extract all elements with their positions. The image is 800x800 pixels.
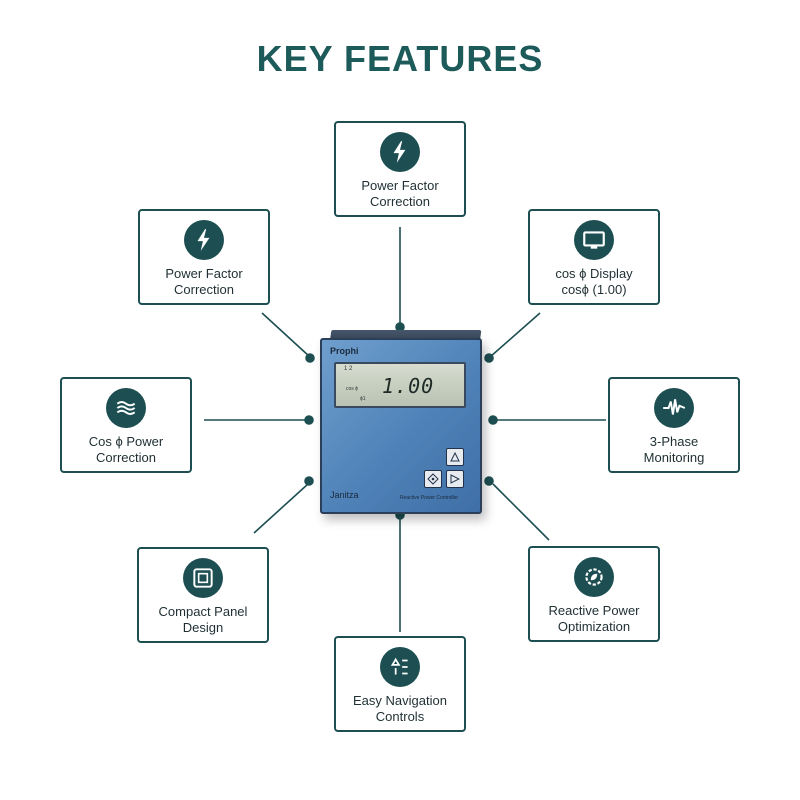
feature-label: 3-Phase Monitoring: [643, 434, 705, 465]
feature-card-top: Power Factor Correction: [334, 121, 466, 217]
connector-lower-right: [492, 483, 550, 541]
navigation-icon: [380, 647, 420, 687]
feature-label: Power Factor Correction: [165, 266, 243, 297]
lightning-icon: [380, 132, 420, 172]
feature-card-upper-right: cos ϕ Display cosϕ (1.00): [528, 209, 660, 305]
gear-leaf-icon: [574, 557, 614, 597]
device-model: Reactive Power Controller: [400, 495, 459, 501]
feature-card-lower-right: Reactive Power Optimization: [528, 546, 660, 642]
feature-card-bottom: Easy Navigation Controls: [334, 636, 466, 732]
connector-dot-upper-right: [484, 353, 494, 363]
waves-icon: [106, 388, 146, 428]
power-factor-controller-device: Prophi 1 2 cos ϕ ϕ1 1.00 Janitza Reactiv…: [320, 338, 482, 514]
feature-card-upper-left: Power Factor Correction: [138, 209, 270, 305]
feature-card-lower-left: Compact Panel Design: [137, 547, 269, 643]
feature-label: Compact Panel Design: [158, 604, 248, 635]
up-arrow-button[interactable]: [446, 448, 464, 466]
connector-upper-left: [261, 312, 311, 358]
feature-label: cos ϕ Display cosϕ (1.00): [555, 266, 633, 297]
connector-dot-mid-right: [488, 415, 498, 425]
connector-lower-left: [253, 483, 309, 534]
lcd-phi-label: ϕ1: [360, 396, 366, 402]
diamond-icon: [427, 473, 439, 485]
device-brand: Prophi: [330, 346, 359, 356]
lightning-icon: [184, 220, 224, 260]
feature-card-mid-left: Cos ϕ Power Correction: [60, 377, 192, 473]
connector-upper-right: [489, 312, 541, 358]
feature-label: Power Factor Correction: [361, 178, 439, 209]
feature-card-mid-right: 3-Phase Monitoring: [608, 377, 740, 473]
lcd-display: 1 2 cos ϕ ϕ1 1.00: [334, 362, 466, 408]
triangle-right-icon: [450, 474, 460, 484]
connector-dot-lower-right: [484, 476, 494, 486]
feature-label: Reactive Power Optimization: [548, 603, 640, 634]
lcd-reading: 1.00: [382, 374, 435, 398]
connector-dot-mid-left: [304, 415, 314, 425]
right-arrow-button[interactable]: [446, 470, 464, 488]
triangle-up-icon: [450, 452, 460, 462]
panel-icon: [183, 558, 223, 598]
waveform-icon: [654, 388, 694, 428]
connector-dot-upper-left: [305, 353, 315, 363]
page-title: KEY FEATURES: [256, 38, 544, 79]
nav-button[interactable]: [424, 470, 442, 488]
connector-dot-lower-left: [304, 476, 314, 486]
lcd-indicator: 1 2: [344, 366, 353, 372]
feature-label: Cos ϕ Power Correction: [88, 434, 164, 465]
lcd-cos-label: cos ϕ: [346, 386, 358, 392]
feature-label: Easy Navigation Controls: [353, 693, 447, 724]
monitor-icon: [574, 220, 614, 260]
device-maker: Janitza: [330, 490, 359, 500]
